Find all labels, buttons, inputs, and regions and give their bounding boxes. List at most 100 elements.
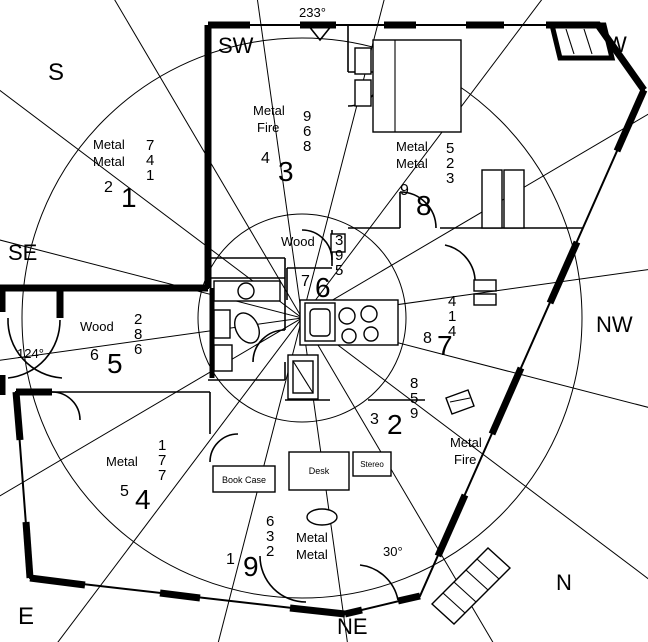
sector-s1-star-big: 1: [121, 182, 137, 213]
toilet-tank: [213, 309, 231, 339]
nightstand: [354, 47, 372, 75]
sector-e4-star-big: 4: [135, 484, 151, 515]
sector-ne9-material-2: Metal: [296, 547, 328, 562]
sector-s1-star-0: 7: [146, 137, 154, 154]
sector-n2-star-2: 9: [410, 405, 418, 422]
desk: [288, 451, 350, 491]
sector-sw3-star-2: 8: [303, 138, 311, 155]
sector-s1-material-1: Metal: [93, 137, 125, 152]
door-arc: [444, 244, 476, 286]
sector-ne9-star-left: 1: [226, 551, 235, 568]
compass-label-s: S: [48, 59, 64, 86]
sector-w8-material-1: Metal: [396, 139, 428, 154]
sector-e4-star-left: 5: [120, 483, 129, 500]
sector-sw3-material-1: Metal: [253, 103, 285, 118]
door-arc: [51, 391, 81, 421]
bookcase: [212, 465, 276, 493]
exterior-walls-thick: [0, 21, 648, 618]
closet: [503, 169, 525, 229]
sector-e4-star-0: 1: [158, 437, 166, 454]
angle-facing: 233°: [299, 5, 326, 20]
ac-unit: [445, 389, 475, 415]
sector-nw7-star-2: 4: [448, 323, 456, 340]
sector-n2-material-2: Fire: [454, 452, 476, 467]
sector-w8-star-1: 2: [446, 155, 454, 172]
sector-ne9-star-1: 3: [266, 528, 274, 545]
sector-nw7-star-1: 1: [448, 308, 456, 325]
sector-sw3-star-1: 6: [303, 123, 311, 140]
sector-se5-star-big: 5: [107, 348, 123, 379]
entry-door-arc: [7, 319, 61, 379]
sector-e4-material-1: Metal: [106, 454, 138, 469]
compass-label-e: E: [18, 603, 34, 630]
sector-w8-star-big: 8: [416, 190, 432, 221]
stove-burner: [338, 307, 356, 325]
sector-n2-star-left: 3: [370, 411, 379, 428]
door-arc: [301, 229, 333, 261]
sector-ne9-star-0: 6: [266, 513, 274, 530]
sector-w8-material-2: Metal: [396, 156, 428, 171]
stove-burner: [341, 328, 357, 344]
nightstand: [354, 79, 372, 107]
sector-e4-star-2: 7: [158, 467, 166, 484]
closet: [481, 169, 503, 229]
toilet-bowl: [234, 312, 260, 344]
sector-n2-star-1: 5: [410, 390, 418, 407]
sector-c6-star-0: 3: [335, 232, 343, 249]
sector-se5-material-1: Wood: [80, 319, 114, 334]
shelf: [473, 279, 497, 292]
sector-c6-star-1: 9: [335, 247, 343, 264]
desk-label: Desk: [309, 466, 330, 476]
compass-label-nw: NW: [596, 312, 633, 337]
side-table: [306, 508, 338, 526]
sector-s1-material-2: Metal: [93, 154, 125, 169]
angle-side-door: 124°: [17, 346, 44, 361]
sector-ne9-star-2: 2: [266, 543, 274, 560]
stairs: [430, 547, 512, 625]
bookcase-label: Book Case: [222, 475, 266, 485]
sector-se5-star-left: 6: [90, 347, 99, 364]
sector-nw7-star-big: 7: [437, 330, 453, 361]
stereo-label: Stereo: [360, 460, 384, 469]
compass-label-sw: SW: [218, 33, 254, 58]
sector-n2-star-0: 8: [410, 375, 418, 392]
shelf: [473, 293, 497, 306]
sector-s1-star-2: 1: [146, 167, 154, 184]
sector-w8-star-left: 9: [400, 182, 409, 199]
sector-se5-star-1: 8: [134, 326, 142, 343]
sector-nw7-star-left: 8: [423, 330, 432, 347]
sector-ne9-material-1: Metal: [296, 530, 328, 545]
facing-marker: [307, 24, 333, 42]
sector-n2-material-1: Metal: [450, 435, 482, 450]
stove-burner: [363, 326, 379, 342]
stove-burner: [360, 305, 378, 323]
furniture-layer: [212, 22, 616, 625]
interior-walls: [7, 24, 583, 603]
door-arc: [252, 329, 286, 363]
sector-w8-star-2: 3: [446, 170, 454, 187]
sector-c6-star-left: 7: [301, 273, 310, 290]
sink-icon: [237, 282, 255, 300]
sector-sw3-star-0: 9: [303, 108, 311, 125]
sector-se5-star-0: 2: [134, 311, 142, 328]
door-arc: [259, 555, 307, 603]
sector-e4-star-1: 7: [158, 452, 166, 469]
sector-n2-star-big: 2: [387, 409, 403, 440]
sector-nw7-star-0: 4: [448, 293, 456, 310]
sector-ne9-star-big: 9: [243, 551, 259, 582]
sector-s1-star-left: 2: [104, 179, 113, 196]
stereo: [352, 451, 392, 477]
door-arc: [399, 191, 437, 229]
bath-fixture: [213, 344, 233, 372]
outer-compass-circle: [21, 37, 583, 599]
compass-label-se: SE: [8, 240, 37, 265]
compass-label-w: W: [606, 32, 627, 57]
door-arc: [209, 433, 239, 463]
labels: S SW W SE NW E NE N 233° 124° 30° Metal …: [8, 5, 633, 639]
sector-se5-star-2: 6: [134, 341, 142, 358]
compass-label-ne: NE: [337, 614, 368, 639]
sector-w8-star-0: 5: [446, 140, 454, 157]
entry-door-arc: [7, 317, 63, 379]
